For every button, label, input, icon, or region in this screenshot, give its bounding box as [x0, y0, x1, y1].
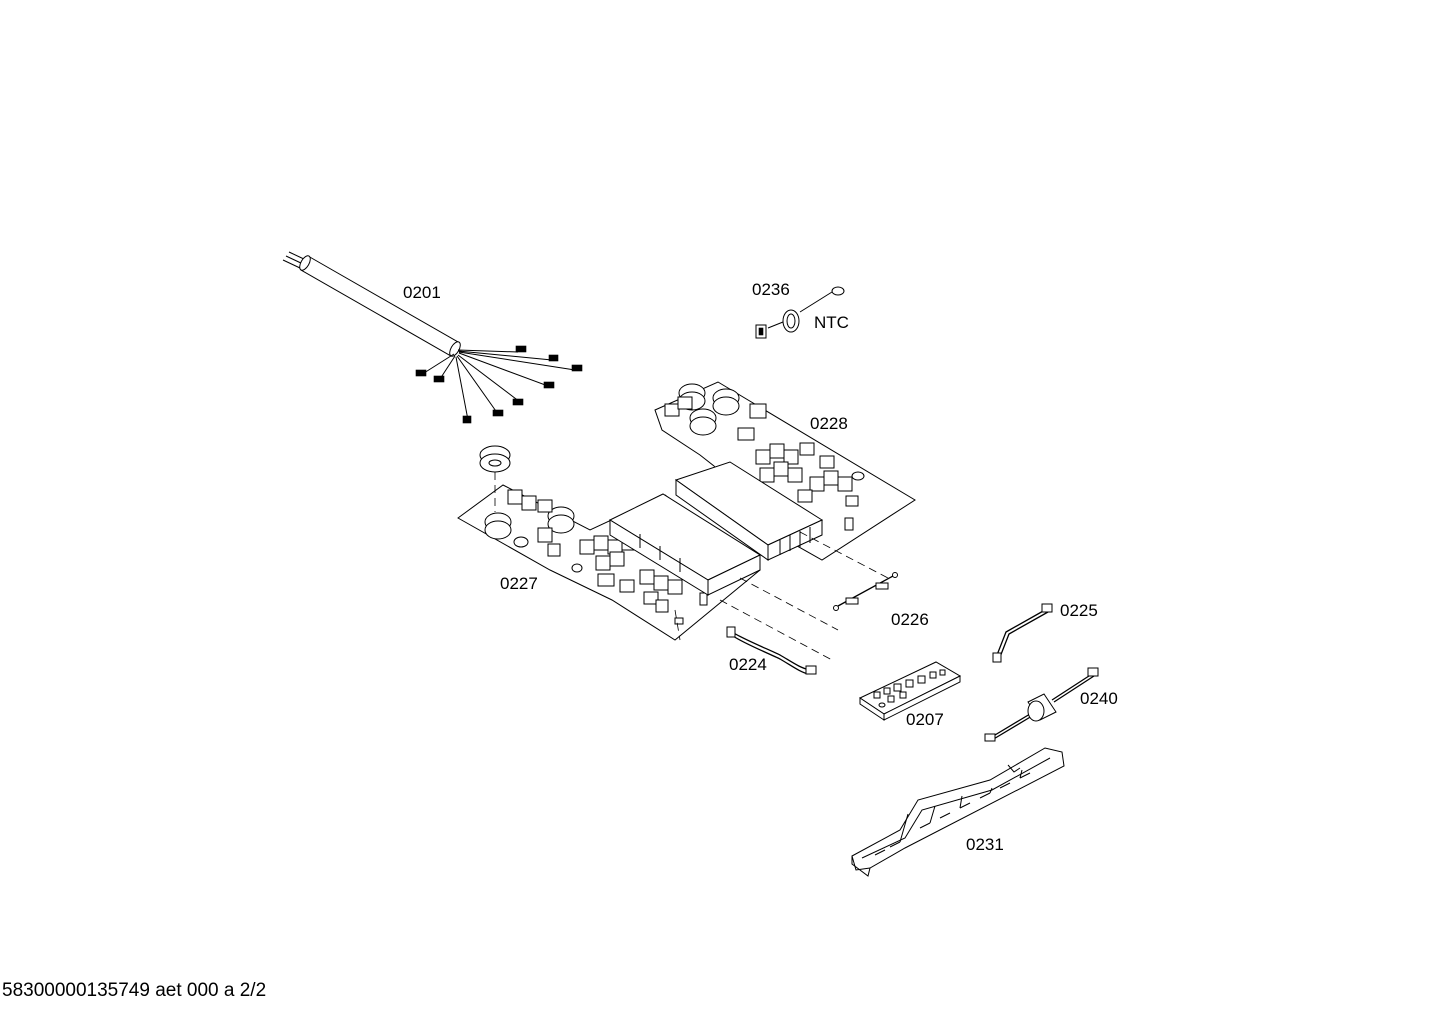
label-0207: 0207 [906, 710, 944, 729]
label-0236: 0236 [752, 280, 790, 299]
label-0201: 0201 [403, 283, 441, 302]
label-0226: 0226 [891, 610, 929, 629]
ribbon-cable-0224-drawing [726, 626, 817, 675]
ntc-sensor-0236-drawing [755, 286, 845, 339]
power-board-0227-drawing [457, 445, 889, 661]
label-0240: 0240 [1080, 689, 1118, 708]
label-0225: 0225 [1060, 601, 1098, 620]
label-0224: 0224 [729, 655, 767, 674]
label-0228: 0228 [810, 414, 848, 433]
holder-bracket-0231-drawing [851, 747, 1065, 877]
cable-0201-drawing [282, 251, 583, 424]
control-module-0207-drawing [858, 661, 962, 721]
power-board-0228-drawing [654, 381, 916, 561]
label-ntc: NTC [814, 313, 849, 332]
ribbon-cable-0225-drawing [992, 603, 1053, 663]
document-id-footer: 58300000135749 aet 000 a 2/2 [2, 980, 267, 1001]
label-0231: 0231 [966, 835, 1004, 854]
jumper-cable-0226-drawing [833, 572, 898, 611]
ferrite-cable-0240-drawing [984, 667, 1099, 742]
label-0227: 0227 [500, 574, 538, 593]
